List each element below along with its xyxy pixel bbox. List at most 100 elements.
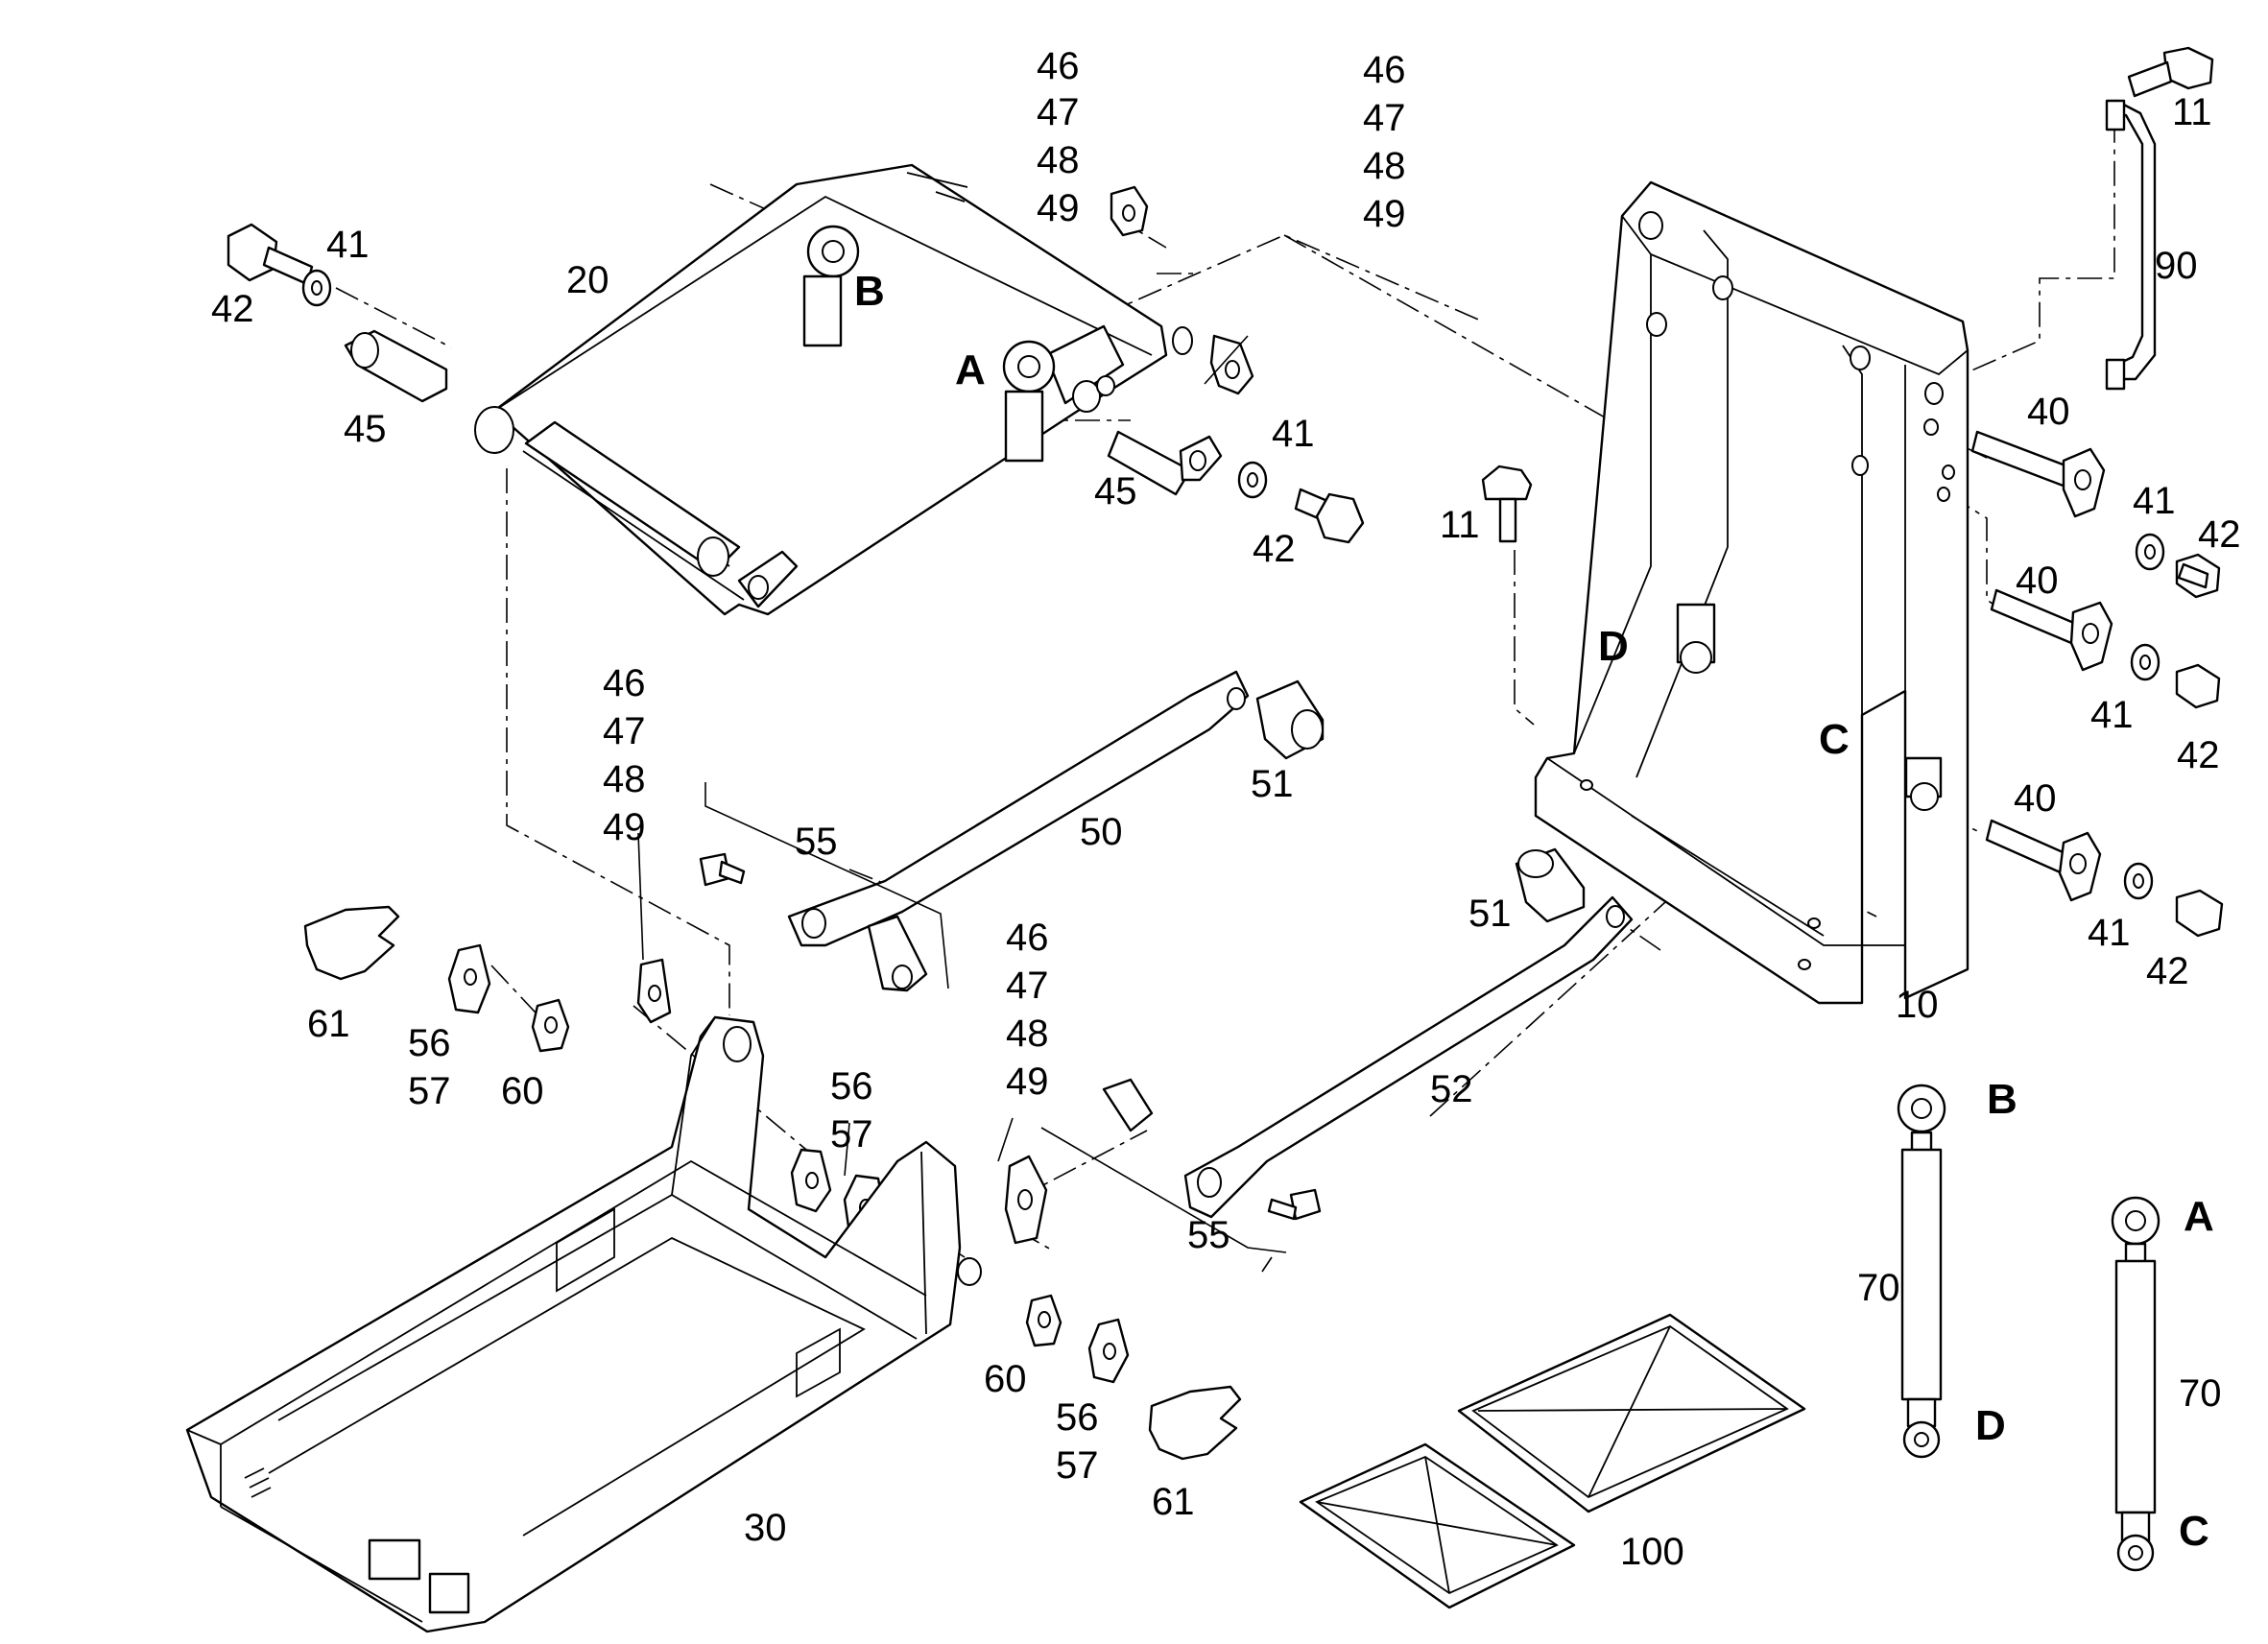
- pin-40-r3: [1985, 819, 2102, 902]
- bolt-11-top-right: [2127, 46, 2214, 98]
- strut-part-52: [1102, 895, 1634, 1219]
- callout-47: 47: [1363, 97, 1406, 139]
- callout-42: 42: [2146, 950, 2189, 992]
- callout-90: 90: [2155, 245, 2198, 287]
- callout-49: 49: [603, 806, 646, 848]
- callout-40: 40: [2014, 777, 2057, 820]
- callout-56: 56: [408, 1022, 451, 1064]
- callout-10: 10: [1896, 984, 1939, 1026]
- callout-42: 42: [2198, 513, 2241, 556]
- callout-55: 55: [1187, 1214, 1230, 1256]
- callout-57: 57: [1056, 1444, 1099, 1487]
- callout-52: 52: [1430, 1068, 1473, 1110]
- callout-46: 46: [1037, 45, 1080, 87]
- letter-C: C: [1819, 716, 1850, 763]
- cylinder-eye-B: [802, 225, 860, 347]
- callout-100: 100: [1620, 1531, 1684, 1573]
- letter-A: A: [955, 346, 986, 393]
- callout-41: 41: [1272, 413, 1315, 455]
- callout-61: 61: [307, 1003, 350, 1045]
- callout-41: 41: [2088, 912, 2131, 954]
- letter-C: C: [2179, 1508, 2209, 1555]
- callout-46: 46: [1006, 917, 1049, 959]
- cylinder-70-BD: [1897, 1084, 1946, 1459]
- callout-61: 61: [1152, 1481, 1195, 1523]
- callout-51: 51: [1251, 763, 1294, 805]
- callout-60: 60: [984, 1358, 1027, 1400]
- brackets-61: [303, 905, 1242, 1461]
- cover-plates-100: [1299, 1313, 1806, 1609]
- washers-41: [301, 269, 2165, 900]
- label-leaders: [637, 335, 1287, 1273]
- callout-46: 46: [603, 662, 646, 704]
- rollers-51: [1255, 679, 1586, 923]
- callout-41: 41: [2133, 480, 2176, 522]
- bushings-60: [531, 998, 1062, 1347]
- callout-42: 42: [211, 288, 254, 330]
- callout-11: 11: [2172, 91, 2212, 133]
- bolt-42-r3: [2175, 889, 2224, 938]
- lock-plates: [447, 185, 1254, 1384]
- bolts: [227, 46, 2224, 1221]
- callout-47: 47: [603, 710, 646, 752]
- callout-45: 45: [1094, 470, 1137, 512]
- bolt-42-mid: [1294, 488, 1365, 544]
- callout-11: 11: [1440, 504, 1480, 546]
- bolt-42-left: [227, 223, 314, 286]
- base-frame-part-30: [185, 1015, 982, 1633]
- callout-49: 49: [1006, 1060, 1049, 1103]
- callout-48: 48: [1006, 1013, 1049, 1055]
- callout-70: 70: [2179, 1372, 2222, 1415]
- callout-labels: 46 47 48 49 46 47 48 49 11 90 41 42 20 4…: [211, 45, 2241, 1573]
- housing-part-10: [1534, 180, 1970, 1005]
- bolt-42-r1: [2175, 553, 2221, 599]
- callout-51: 51: [1468, 893, 1512, 935]
- callout-45: 45: [344, 408, 387, 450]
- bolt-55-lower: [1267, 1188, 1322, 1221]
- callout-42: 42: [2177, 734, 2220, 776]
- bolt-42-r2: [2175, 663, 2221, 709]
- hanger-part-90: [2105, 99, 2157, 391]
- cylinder-70-AC: [2111, 1196, 2161, 1572]
- pins: [344, 329, 2113, 902]
- pin-45-mid: [1107, 430, 1223, 496]
- callout-60: 60: [501, 1070, 544, 1112]
- callout-57: 57: [408, 1070, 451, 1112]
- callout-47: 47: [1037, 91, 1080, 133]
- callout-42: 42: [1253, 528, 1296, 570]
- callout-57: 57: [830, 1113, 873, 1156]
- pin-40-r1: [1970, 430, 2106, 518]
- callout-46: 46: [1363, 49, 1406, 91]
- bolt-11-housing: [1481, 465, 1533, 543]
- frame-part-20: [474, 163, 1193, 616]
- callout-56: 56: [1056, 1396, 1099, 1439]
- letter-B: B: [1987, 1076, 2017, 1123]
- callout-20: 20: [566, 259, 609, 301]
- connection-letters: B A D C B D A C: [854, 268, 2214, 1555]
- callout-41: 41: [326, 224, 370, 266]
- callout-48: 48: [603, 758, 646, 800]
- callout-50: 50: [1080, 811, 1123, 853]
- callout-70: 70: [1857, 1267, 1900, 1309]
- callout-49: 49: [1363, 193, 1406, 235]
- callout-48: 48: [1037, 139, 1080, 181]
- callout-40: 40: [2027, 391, 2070, 433]
- strut-part-50: [787, 670, 1250, 992]
- letter-D: D: [1598, 623, 1629, 670]
- callout-41: 41: [2090, 694, 2134, 736]
- pin-45-left: [344, 329, 448, 403]
- callout-30: 30: [744, 1507, 787, 1549]
- bolt-55-upper: [699, 852, 746, 887]
- callout-49: 49: [1037, 187, 1080, 229]
- letter-A: A: [2184, 1193, 2214, 1240]
- callout-47: 47: [1006, 965, 1049, 1007]
- callout-56: 56: [830, 1065, 873, 1108]
- cylinder-eye-A: [1002, 340, 1056, 463]
- pin-40-r2: [1990, 588, 2113, 672]
- letter-B: B: [854, 268, 885, 315]
- callout-48: 48: [1363, 145, 1406, 187]
- callout-40: 40: [2016, 560, 2059, 602]
- callout-55: 55: [795, 821, 838, 863]
